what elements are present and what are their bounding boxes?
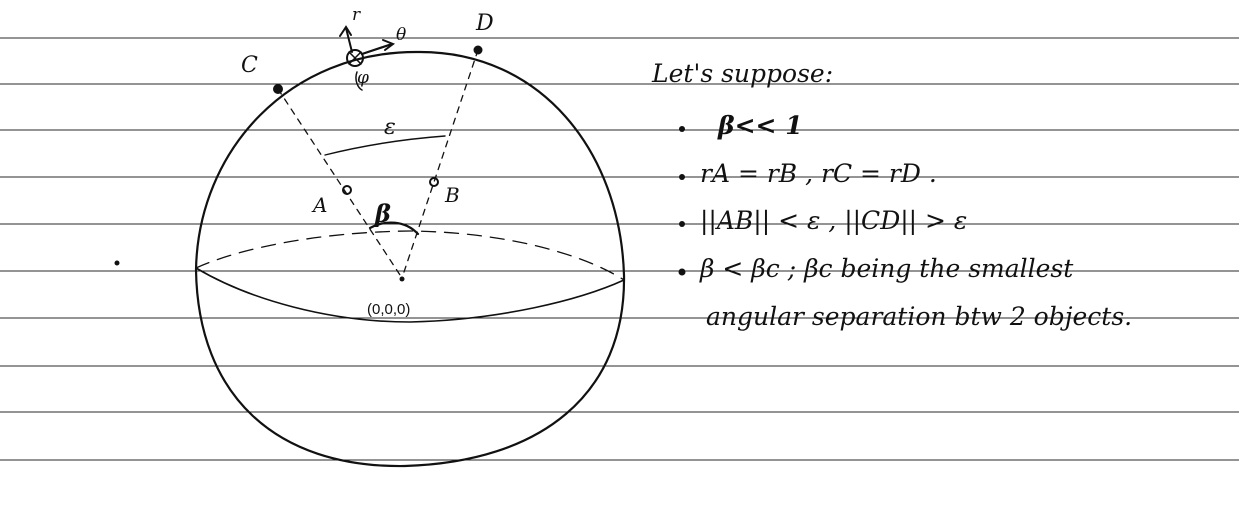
- notes-heading: Let's suppose:: [651, 59, 833, 88]
- note-item-2: rA = rB , rC = rD .: [700, 159, 937, 188]
- sphere-diagram: [194, 49, 626, 468]
- notes-block: Let's suppose: β<< 1 rA = rB , rC = rD .…: [651, 59, 1132, 331]
- label-r: r: [352, 5, 361, 25]
- equator-front: [195, 267, 625, 323]
- epsilon-arc: [324, 135, 446, 156]
- bullet-4: [678, 268, 686, 276]
- note-item-4: β < βc ; βc being the smallest: [699, 254, 1074, 283]
- r-arrow: [345, 27, 353, 53]
- label-phi: φ: [357, 68, 369, 88]
- radius-to-D: [401, 49, 479, 279]
- label-A: A: [311, 193, 327, 217]
- point-A: [342, 185, 352, 195]
- point-B: [429, 177, 439, 187]
- note-item-1: β<< 1: [717, 111, 803, 140]
- label-beta: β: [374, 199, 391, 228]
- label-D: D: [475, 11, 494, 36]
- point-origin: [399, 276, 405, 282]
- note-continuation: angular separation btw 2 objects.: [706, 302, 1132, 331]
- point-D: [473, 45, 483, 55]
- equator-back: [195, 230, 625, 281]
- label-C: C: [241, 53, 258, 78]
- label-B: B: [444, 183, 460, 207]
- bullet-3: [679, 221, 685, 227]
- points: [114, 45, 483, 282]
- stray-mark: [114, 260, 120, 266]
- point-C: [273, 84, 283, 94]
- note-item-3: ||AB|| < ε , ||CD|| > ε: [700, 206, 967, 236]
- unit-vector-marker: [339, 25, 396, 67]
- bullet-1: [679, 126, 685, 132]
- sphere-outline: [194, 50, 626, 468]
- radius-to-C: [277, 88, 403, 279]
- ruled-lines: [0, 37, 1239, 461]
- phi-tick: [355, 71, 363, 91]
- label-theta: θ: [396, 25, 406, 45]
- label-epsilon: ε: [384, 115, 396, 140]
- label-origin: (0,0,0): [367, 301, 410, 318]
- beta-arc: [368, 221, 420, 236]
- theta-arrow: [360, 42, 394, 56]
- bullet-2: [679, 174, 685, 180]
